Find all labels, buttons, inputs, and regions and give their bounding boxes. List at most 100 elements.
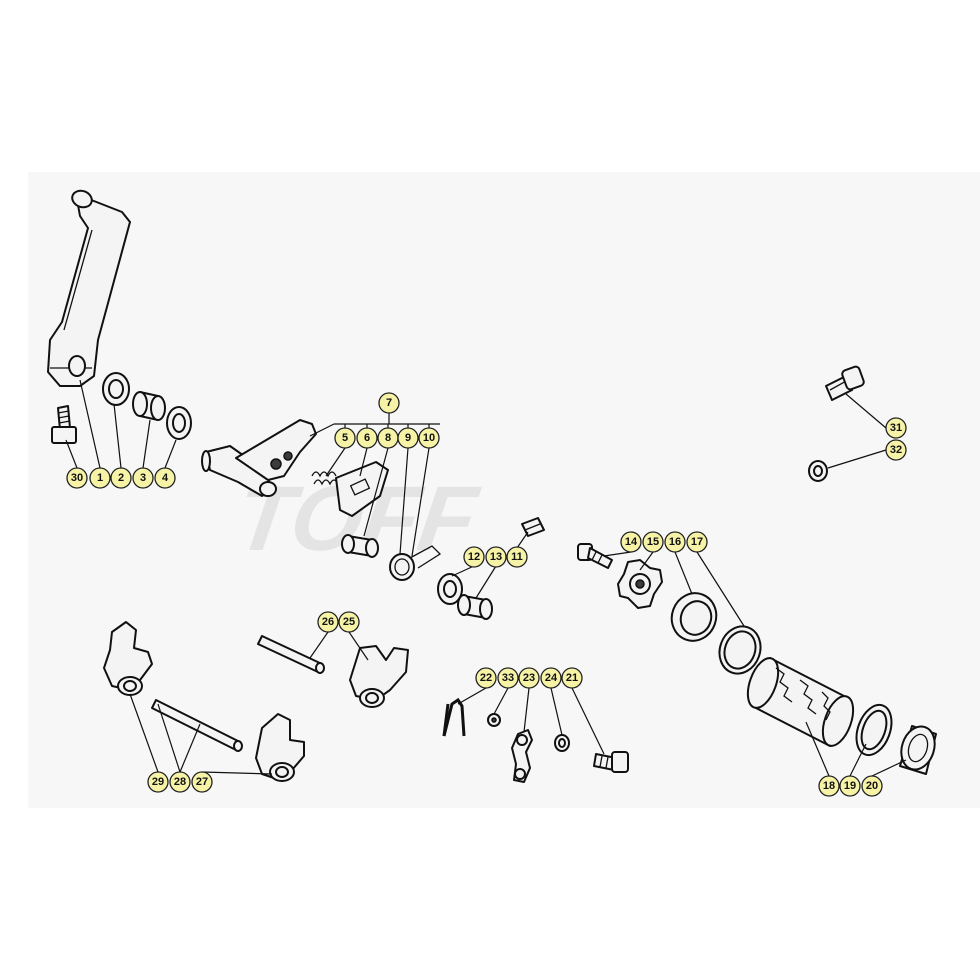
svg-text:25: 25: [343, 616, 355, 628]
nut-33: [487, 713, 501, 727]
callout-32: 32: [885, 439, 907, 461]
lever-bolt: [51, 405, 77, 444]
callout-4: 4: [154, 467, 176, 489]
callout-30: 30: [66, 467, 88, 489]
leader-lines: [65, 379, 907, 777]
svg-text:13: 13: [490, 551, 502, 563]
shift-drum-18: [746, 657, 855, 747]
washer-32: [808, 460, 828, 482]
callout-31: 31: [885, 417, 907, 439]
bolt-11: [521, 517, 545, 537]
callout-22: 22: [475, 667, 497, 689]
kick-lever: [47, 189, 131, 387]
callout-3: 3: [132, 467, 154, 489]
svg-text:18: 18: [823, 780, 835, 792]
shift-shaft: [201, 419, 317, 497]
svg-text:32: 32: [890, 444, 902, 456]
callout-28: 28: [169, 771, 191, 793]
svg-text:33: 33: [502, 672, 514, 684]
fork-rod-26: [257, 635, 325, 674]
svg-text:19: 19: [844, 780, 856, 792]
svg-text:7: 7: [386, 397, 392, 409]
callout-5: 5: [334, 427, 356, 449]
svg-text:9: 9: [405, 432, 411, 444]
callout-9: 9: [397, 427, 419, 449]
spring-9: [389, 545, 442, 581]
callout-19: 19: [839, 775, 861, 797]
svg-text:6: 6: [364, 432, 370, 444]
bearing-16: [670, 592, 718, 642]
callout-10: 10: [418, 427, 440, 449]
callout-12: 12: [463, 546, 485, 568]
callout-7: 7: [378, 392, 400, 414]
bushing-3: [132, 391, 166, 421]
svg-text:16: 16: [669, 536, 681, 548]
svg-text:22: 22: [480, 672, 492, 684]
star-cam-15: [617, 559, 663, 609]
shift-fork-29: [103, 621, 153, 696]
ring-17: [718, 625, 762, 675]
washer-24: [554, 734, 570, 752]
spring-5: [311, 471, 339, 486]
callouts: 30 1 2 3 4 7 5 6 8 9 10 12 13 11 14 15 1…: [66, 392, 907, 797]
bushing-13: [457, 594, 493, 620]
bolt-31: [825, 365, 865, 401]
svg-text:1: 1: [97, 472, 103, 484]
callout-16: 16: [664, 531, 686, 553]
washer-12: [437, 573, 463, 605]
callout-17: 17: [686, 531, 708, 553]
washer-2: [102, 372, 130, 406]
svg-text:10: 10: [423, 432, 435, 444]
callout-14: 14: [620, 531, 642, 553]
callout-29: 29: [147, 771, 169, 793]
callout-26: 26: [317, 611, 339, 633]
svg-text:21: 21: [566, 672, 578, 684]
fork-rod-28: [151, 699, 243, 752]
callout-18: 18: [818, 775, 840, 797]
callout-23: 23: [518, 667, 540, 689]
ring-19: [855, 703, 893, 757]
svg-text:31: 31: [890, 422, 902, 434]
callout-8: 8: [377, 427, 399, 449]
shift-fork-25: [349, 645, 409, 708]
callout-27: 27: [191, 771, 213, 793]
washer-4: [166, 406, 192, 440]
svg-text:27: 27: [196, 776, 208, 788]
callout-15: 15: [642, 531, 664, 553]
svg-text:23: 23: [523, 672, 535, 684]
svg-text:17: 17: [691, 536, 703, 548]
callout-21: 21: [561, 667, 583, 689]
svg-text:4: 4: [162, 472, 169, 484]
callout-1: 1: [89, 467, 111, 489]
svg-text:20: 20: [866, 780, 878, 792]
svg-text:3: 3: [140, 472, 146, 484]
bolt-21: [593, 751, 629, 773]
svg-text:11: 11: [511, 551, 523, 563]
detent-spring-22: [442, 697, 466, 737]
detent-lever-23: [511, 729, 533, 783]
svg-text:5: 5: [342, 432, 348, 444]
callout-20: 20: [861, 775, 883, 797]
callout-6: 6: [356, 427, 378, 449]
svg-text:2: 2: [118, 472, 124, 484]
needle-bearing-20: [899, 725, 937, 775]
svg-text:30: 30: [71, 472, 83, 484]
svg-text:8: 8: [385, 432, 391, 444]
svg-text:12: 12: [468, 551, 480, 563]
svg-text:15: 15: [647, 536, 659, 548]
callout-11: 11: [506, 546, 528, 568]
svg-text:14: 14: [625, 536, 638, 548]
roller-8: [341, 534, 379, 558]
svg-text:29: 29: [152, 776, 164, 788]
plate-6: [335, 461, 389, 517]
shift-fork-27: [255, 713, 305, 782]
svg-text:28: 28: [174, 776, 186, 788]
svg-text:24: 24: [545, 672, 558, 684]
callout-2: 2: [110, 467, 132, 489]
callout-13: 13: [485, 546, 507, 568]
callout-24: 24: [540, 667, 562, 689]
callout-25: 25: [338, 611, 360, 633]
svg-text:26: 26: [322, 616, 334, 628]
